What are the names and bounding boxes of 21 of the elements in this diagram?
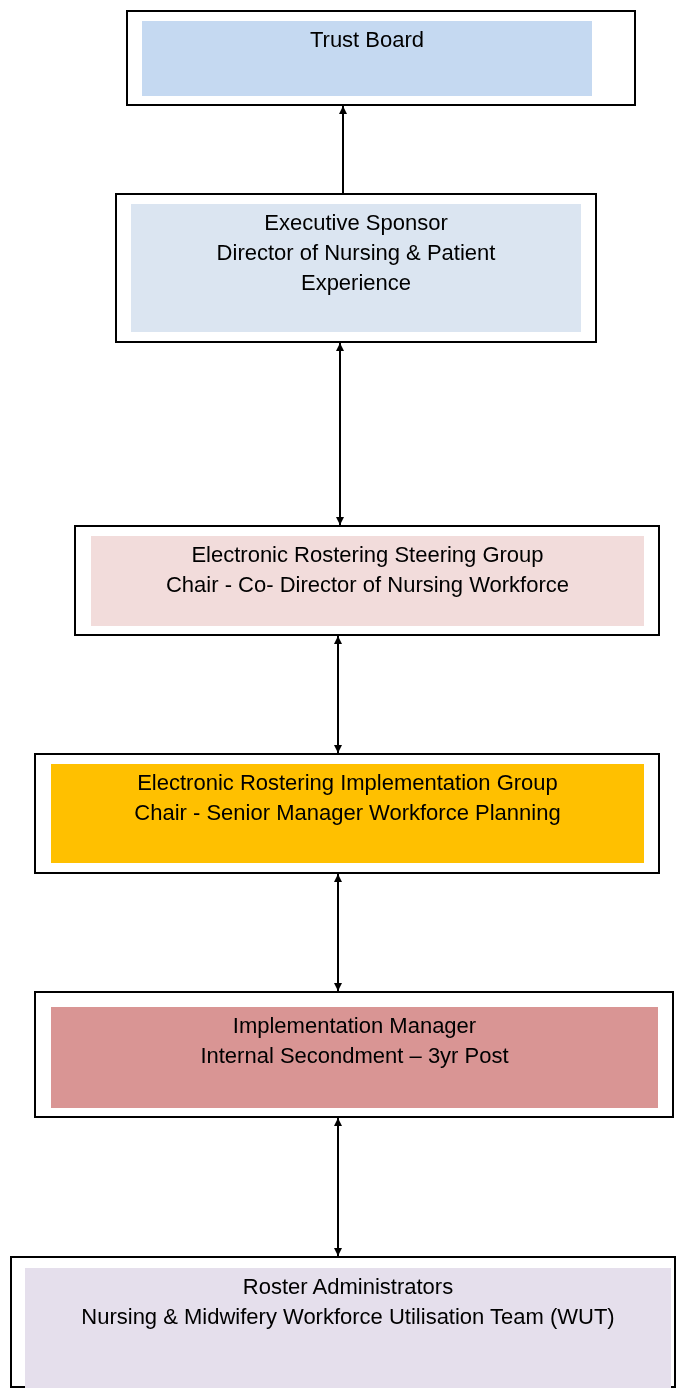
box-heading: Executive Sponsor bbox=[264, 209, 448, 237]
box-text: Nursing & Midwifery Workforce Utilisation Team (WUT) bbox=[81, 1303, 615, 1331]
arrow bbox=[336, 342, 344, 526]
arrow bbox=[334, 635, 342, 754]
org-box bbox=[115, 193, 597, 343]
box-text: Director of Nursing & Patient Experience bbox=[215, 239, 497, 297]
box-text: Internal Secondment – 3yr Post bbox=[200, 1042, 509, 1070]
box-text: Chair - Co- Director of Nursing Workforce bbox=[166, 571, 569, 599]
org-box bbox=[126, 10, 636, 106]
box-heading: Roster Administrators bbox=[242, 1273, 454, 1301]
org-box bbox=[34, 991, 674, 1118]
box-heading: Electronic Rostering Implementation Group bbox=[137, 769, 558, 797]
org-box bbox=[74, 525, 660, 636]
arrow bbox=[334, 1117, 342, 1257]
arrow bbox=[339, 105, 347, 194]
box-heading: Trust Board bbox=[309, 26, 425, 54]
box-heading: Implementation Manager bbox=[232, 1012, 477, 1040]
box-text: Chair - Senior Manager Workforce Planning bbox=[134, 799, 561, 827]
box-heading: Electronic Rostering Steering Group bbox=[191, 541, 544, 569]
org-box bbox=[34, 753, 660, 874]
arrow bbox=[334, 873, 342, 992]
